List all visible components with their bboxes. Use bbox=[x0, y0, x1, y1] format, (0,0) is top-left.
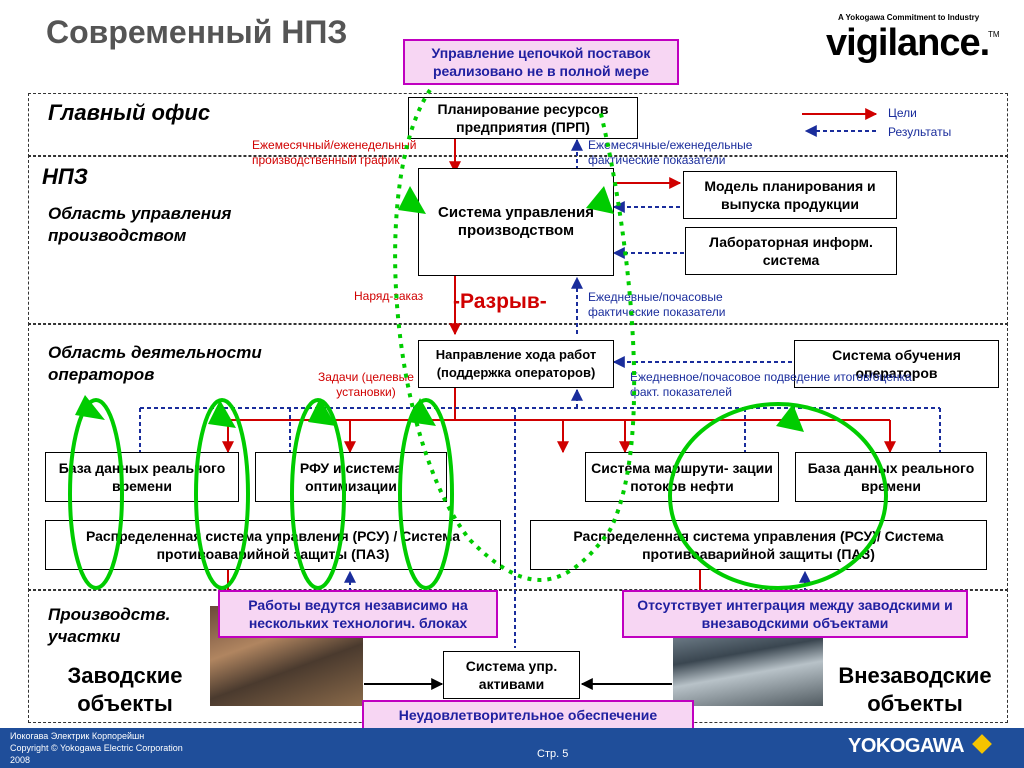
highlight-arrowhead-4 bbox=[408, 398, 436, 426]
footer-company: Иокогава Электрик Корпорейшн bbox=[10, 731, 145, 741]
gap-label: -Разрыв- bbox=[453, 290, 547, 313]
rtdb-right-box: База данных реального времени bbox=[795, 452, 987, 502]
independent-units-callout: Работы ведутся независимо на нескольких … bbox=[218, 590, 498, 638]
no-integration-callout: Отсутствует интеграция между заводскими … bbox=[622, 590, 968, 638]
head-office-zone bbox=[28, 93, 1008, 157]
dcs-left-box: Распределенная система управления (РСУ) … bbox=[45, 520, 501, 570]
monthly-schedule-label: Ежемесячный/еженедельный производственны… bbox=[252, 138, 417, 167]
vigilance-logo: vigilance. bbox=[826, 22, 990, 64]
erp-box: Планирование ресурсов предприятия (ПРП) bbox=[408, 97, 638, 139]
apc-box: РФУ и система оптимизации bbox=[255, 452, 447, 502]
planning-model-box: Модель планирования и выпуска продукции bbox=[683, 171, 897, 219]
highlight-arrowhead-2 bbox=[208, 400, 236, 428]
zone-head-office: Главный офис bbox=[48, 100, 211, 125]
page-number: Стр. 5 bbox=[537, 748, 569, 760]
page-title: Современный НПЗ bbox=[46, 14, 348, 50]
footer-credits: Иокогава Электрик Корпорейшн Copyright ©… bbox=[10, 730, 183, 766]
operator-training-box: Система обучения операторов bbox=[794, 340, 999, 388]
legend-goals-label: Цели bbox=[888, 106, 917, 120]
tasks-label: Задачи (целевые установки) bbox=[318, 370, 414, 399]
daily-actuals-label: Ежедневные/почасовые фактические показат… bbox=[588, 290, 726, 319]
logo-tagline: A Yokogawa Commitment to Industry bbox=[838, 13, 980, 22]
highlight-oval-3 bbox=[290, 398, 346, 590]
daily-summary-label: Ежедневное/почасовое подведение итогов/о… bbox=[630, 370, 912, 399]
highlight-oval-1 bbox=[68, 398, 124, 590]
footer-bar bbox=[0, 728, 1024, 768]
logo-tm: TM bbox=[988, 30, 1000, 39]
operator-support-box: Направление хода работ (поддержка операт… bbox=[418, 340, 614, 388]
zone-refinery: НПЗ bbox=[42, 164, 88, 189]
dcs-right-box: Распределенная система управления (РСУ)/… bbox=[530, 520, 987, 570]
highlight-oval-5 bbox=[668, 402, 888, 590]
zone-operator-area: Область деятельности операторов bbox=[48, 343, 262, 384]
highlight-oval-2 bbox=[194, 398, 250, 590]
highlight-arrowhead-1 bbox=[75, 395, 105, 420]
onsite-plants-label: Заводские объекты bbox=[67, 663, 183, 716]
routing-box: Система маршрути- зации потоков нефти bbox=[585, 452, 779, 502]
highlight-arrowhead-6 bbox=[398, 186, 426, 214]
mes-box: Система управления производством bbox=[418, 168, 614, 276]
zone-production-units: Производств. участки bbox=[48, 605, 171, 646]
lims-box: Лабораторная информ. система bbox=[685, 227, 897, 275]
highlight-arrowhead-3 bbox=[308, 398, 336, 426]
offsite-plants-label: Внезаводские объекты bbox=[838, 663, 992, 716]
asset-mgmt-box: Система упр. активами bbox=[443, 651, 580, 699]
refinery-zone bbox=[28, 155, 1008, 325]
supply-chain-loop bbox=[393, 88, 637, 582]
footer-copyright: Copyright © Yokogawa Electric Corporatio… bbox=[10, 743, 183, 753]
highlight-oval-4 bbox=[398, 398, 454, 590]
legend-results-label: Результаты bbox=[888, 125, 952, 139]
supply-chain-callout: Управление цепочкой поставок реализовано… bbox=[403, 39, 679, 85]
operator-zone bbox=[28, 323, 1008, 591]
monthly-actuals-label: Ежемесячные/еженедельные фактические пок… bbox=[588, 138, 753, 167]
highlight-arrowhead-5 bbox=[776, 404, 804, 432]
rtdb-left-box: База данных реального времени bbox=[45, 452, 239, 502]
work-order-label: Наряд-заказ bbox=[354, 289, 424, 303]
highlight-arrowhead-7 bbox=[586, 186, 614, 214]
footer-year: 2008 bbox=[10, 755, 31, 765]
zone-production-mgmt: Область управления производством bbox=[48, 204, 232, 245]
yokogawa-logo: YOKOGAWA bbox=[848, 735, 965, 757]
